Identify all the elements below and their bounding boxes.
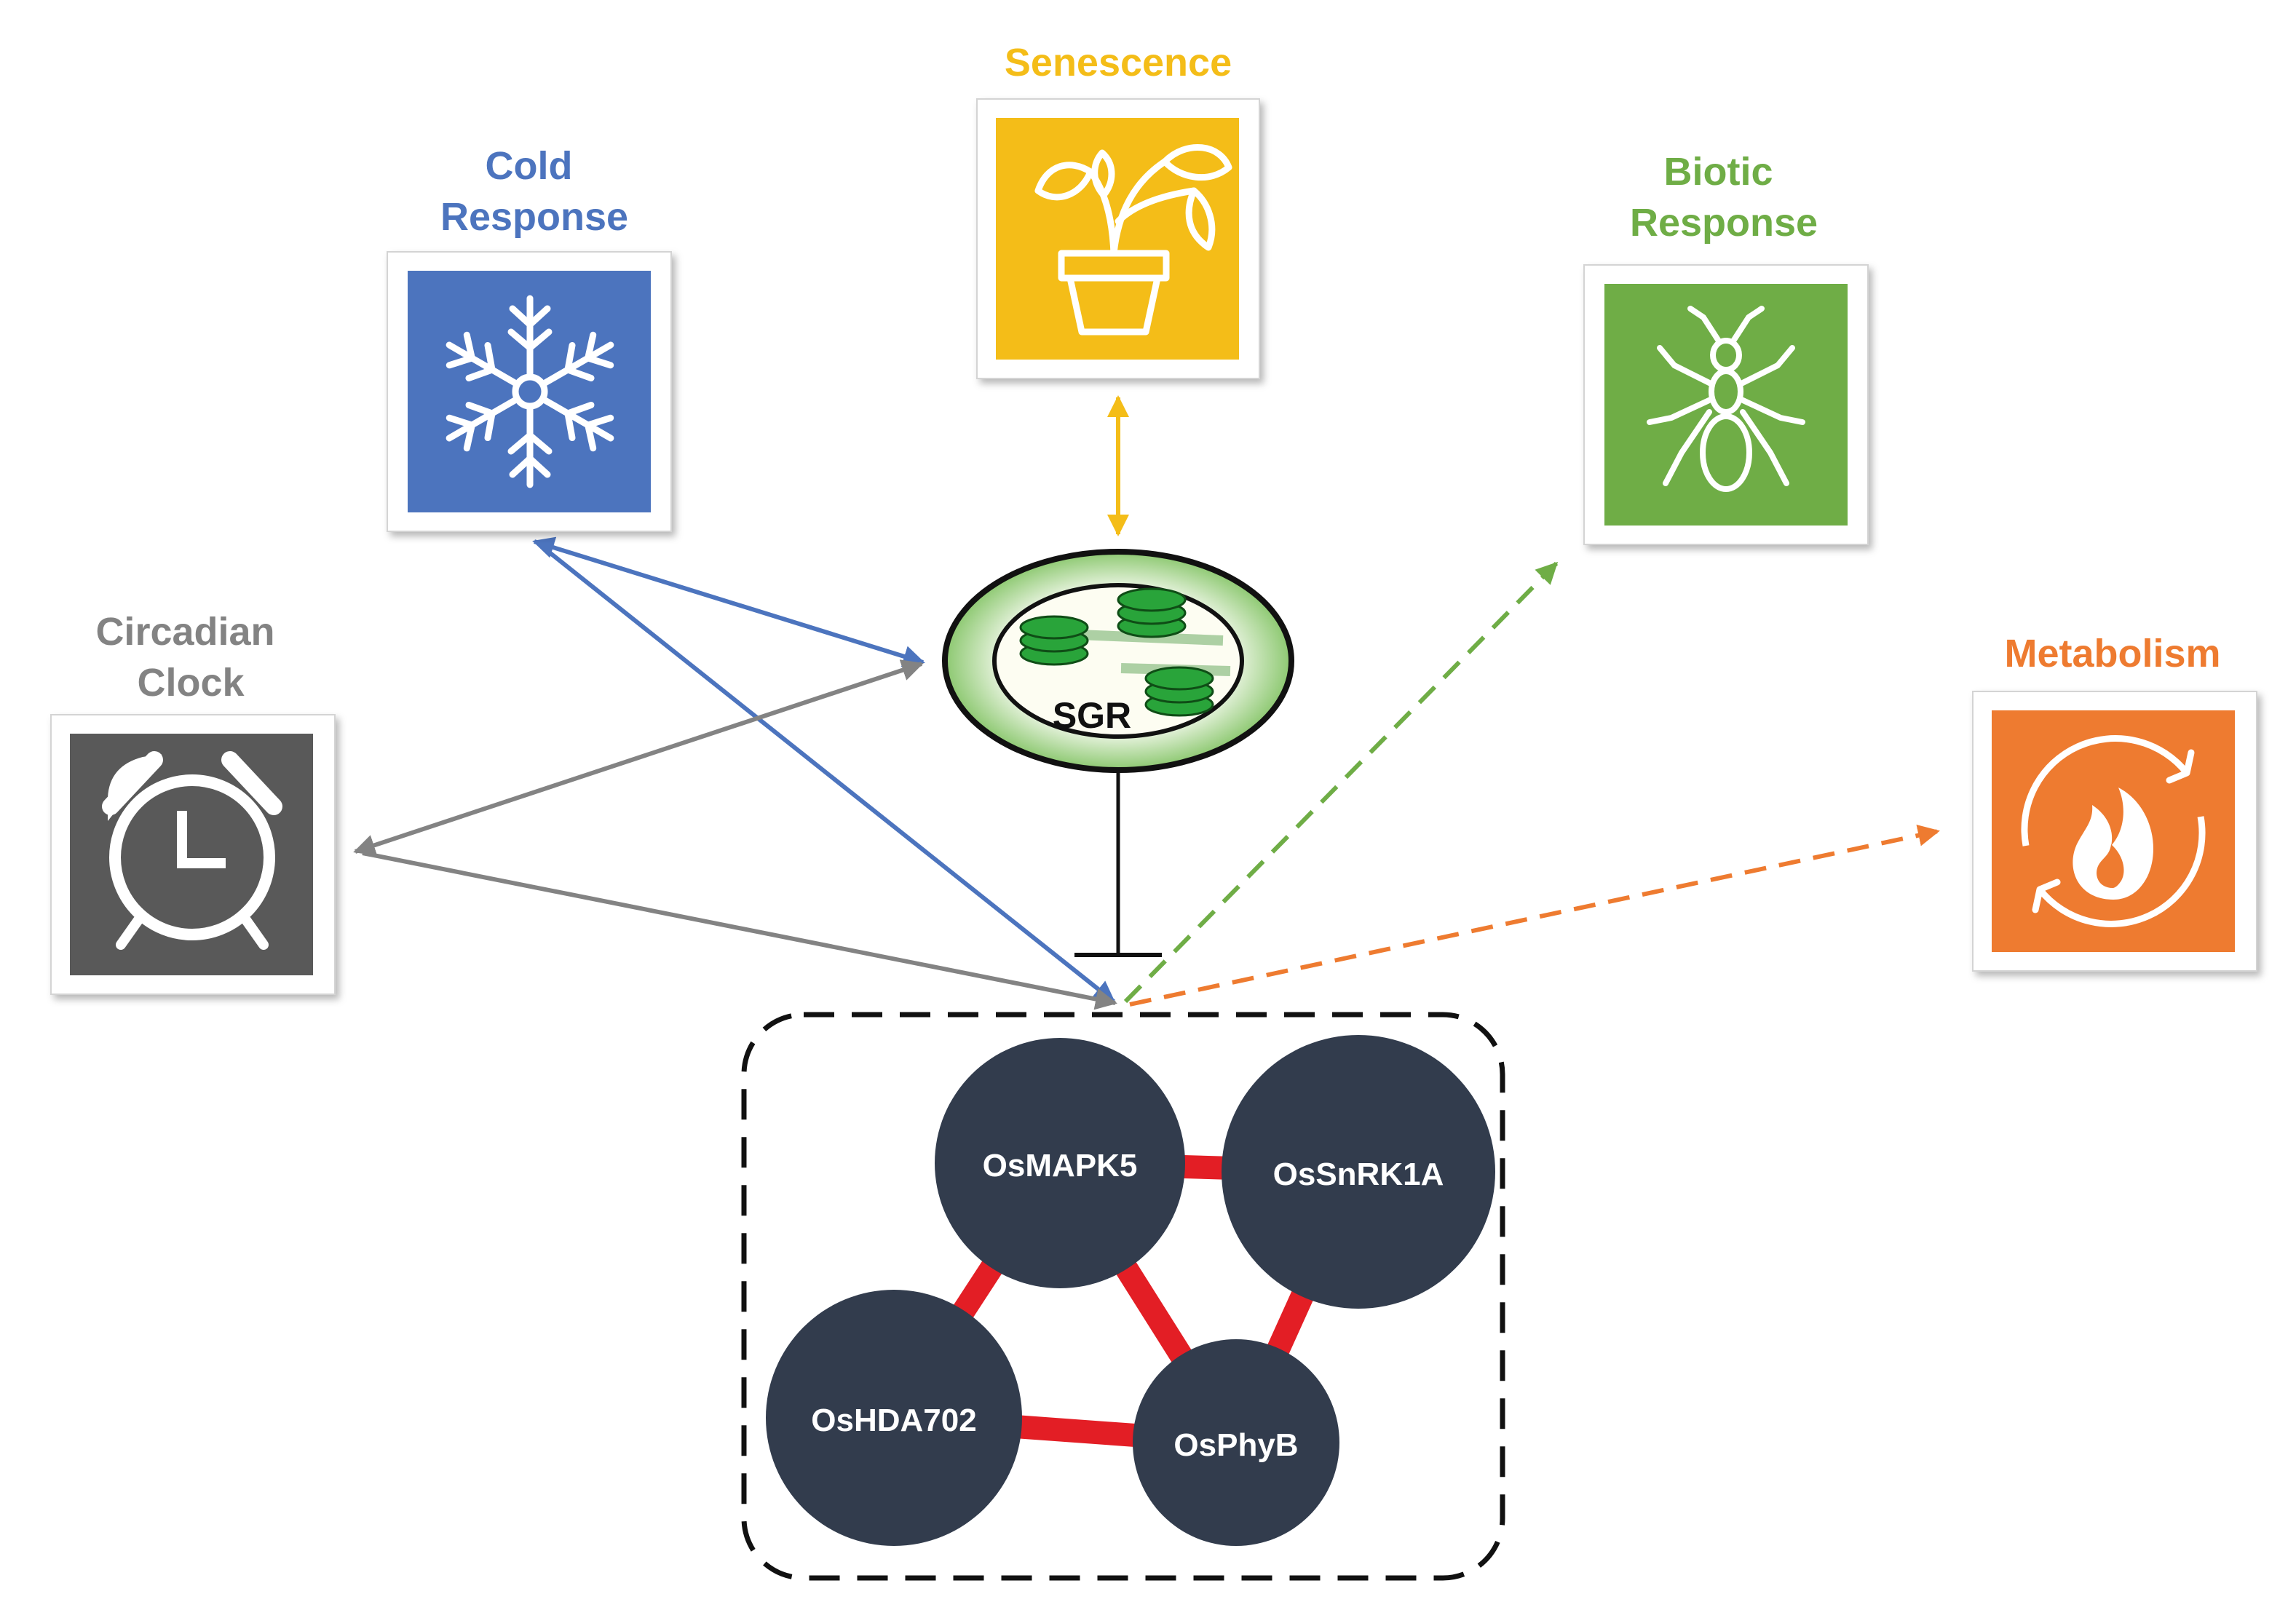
node-osphyb: OsPhyB [1133,1339,1339,1546]
thylakoid-stack [1019,615,1089,666]
node-label: OsSnRK1A [1273,1157,1444,1192]
metabolism-label: Metabolism [2004,632,2220,675]
cold-response-panel: Cold Response [387,144,672,532]
ant-icon [1647,306,1805,492]
node-label: OsMAPK5 [983,1148,1138,1183]
sgr-chloroplast: SGR [942,549,1294,773]
potted-plant-icon [1034,144,1232,336]
biotic-response-panel: Biotic Response [1583,150,1869,545]
protein-network: OsMAPK5 OsSnRK1A OsHDA702 OsPhyB [741,1012,1505,1581]
node-label: OsPhyB [1173,1427,1298,1463]
circadian-network-arrow [362,851,1117,1010]
network-boundary [741,1012,1505,1581]
alarm-clock-icon [102,751,282,950]
fire-cycle-icon [2021,735,2206,927]
metabolism-arrow [1129,824,1940,1007]
biotic-response-label: Biotic Response [1630,150,1818,245]
snowflake-icon [440,295,620,485]
senescence-panel: Senescence [976,41,1260,379]
circadian-clock-panel: Circadian Clock [50,610,336,995]
sgr-label: SGR [1053,695,1131,736]
node-oshda702: OsHDA702 [766,1290,1022,1546]
thylakoid-stack [1117,587,1187,638]
node-ossnrk1a: OsSnRK1A [1222,1035,1495,1309]
node-label: OsHDA702 [811,1403,976,1438]
cold-response-label: Cold Response [440,144,628,239]
cold-chloroplast-arrow [532,536,925,667]
arrows [353,395,1940,1010]
thylakoid-stack [1144,666,1214,717]
circadian-chloroplast-arrow [353,659,924,856]
node-osmapk5: OsMAPK5 [935,1038,1185,1288]
circadian-clock-label: Circadian Clock [95,610,285,705]
metabolism-panel: Metabolism [1972,632,2257,972]
senescence-label: Senescence [1005,41,1232,84]
